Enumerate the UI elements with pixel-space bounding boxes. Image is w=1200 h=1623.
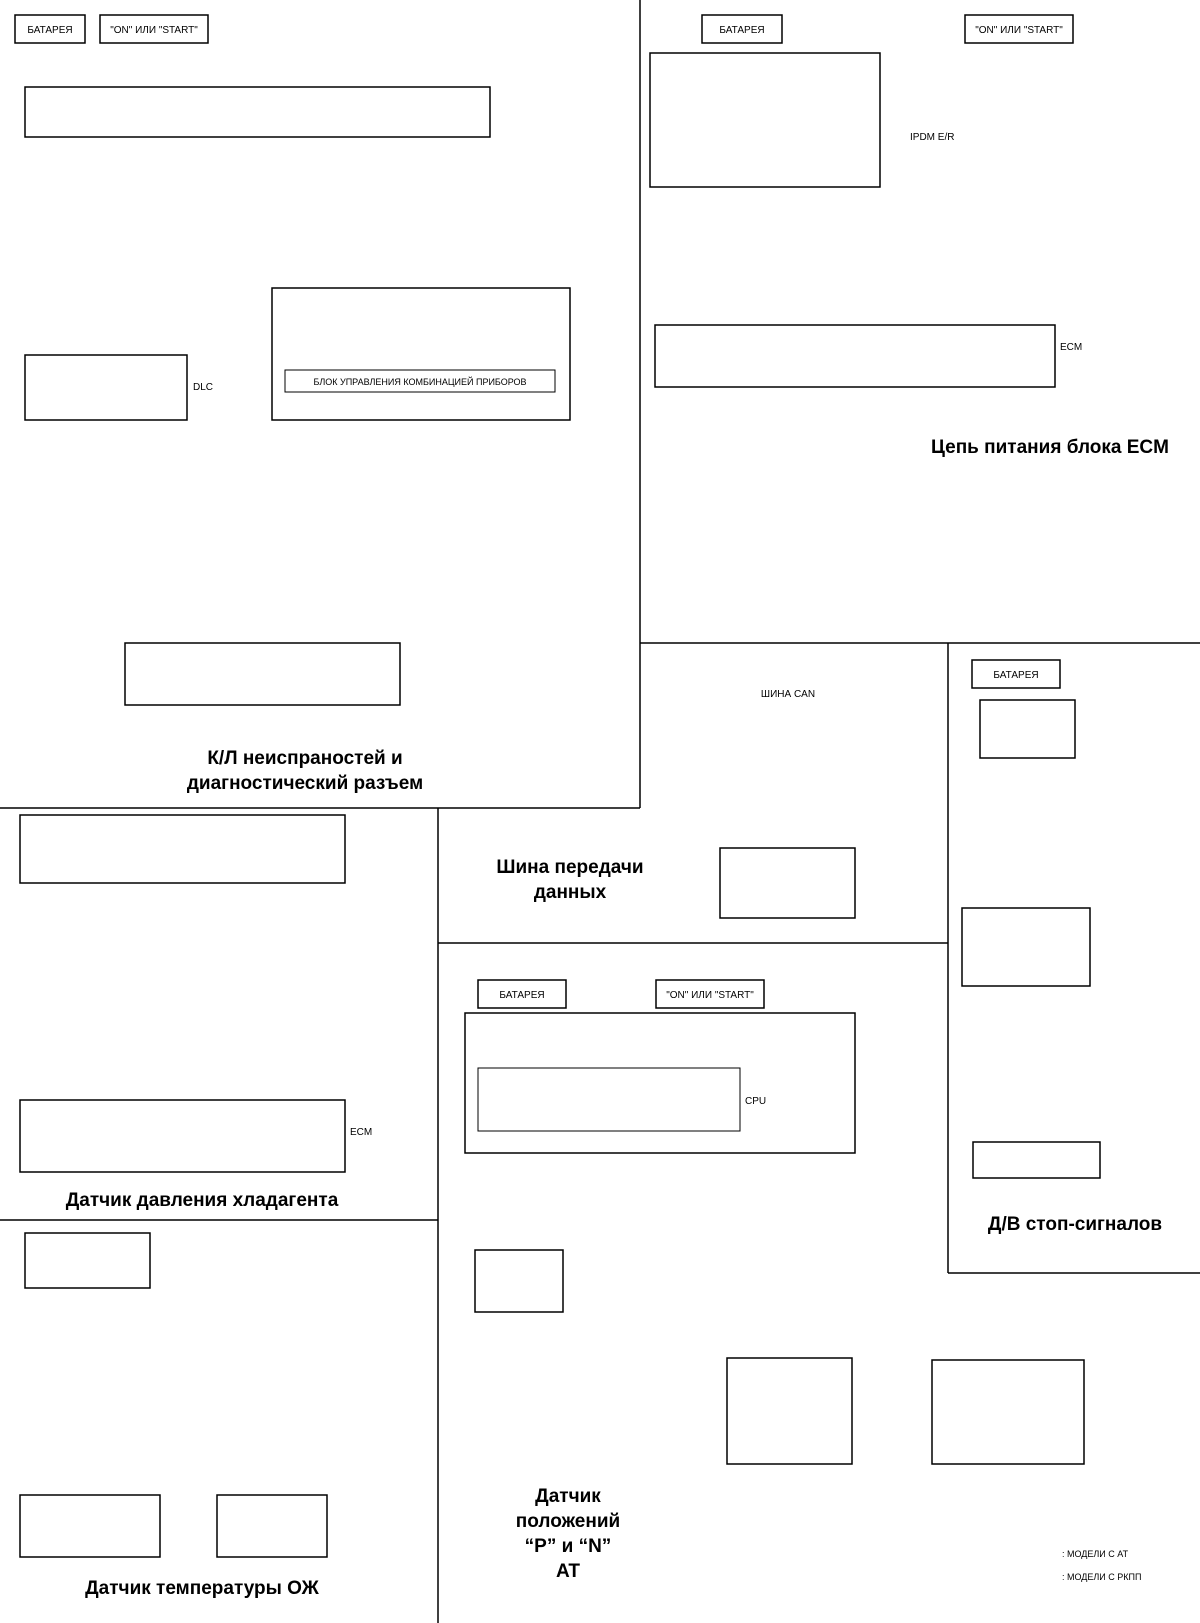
pn-section: БАТАРЕЯ "ON" ИЛИ "START" CPU Датчик поло… — [464, 979, 1141, 1582]
svg-text:CPU: CPU — [745, 1096, 766, 1107]
ecm-box — [474, 1249, 564, 1313]
svg-text:"ON" ИЛИ "START": "ON" ИЛИ "START" — [975, 25, 1063, 36]
combi-unit-label: БЛОК УПРАВЛЕНИЯ КОМБИНАЦИЕЙ ПРИБОРОВ — [313, 376, 526, 387]
ipdm-box — [464, 1012, 856, 1154]
ect-section: Датчик температуры ОЖ — [19, 1232, 328, 1599]
pnp-switch-at — [931, 1359, 1085, 1465]
pn-title-2: положений — [516, 1511, 620, 1532]
mil-dlc-title-2: диагностический разъем — [187, 773, 423, 794]
legend-at: : МОДЕЛИ С АТ — [1062, 1549, 1129, 1559]
ecm-box — [654, 324, 1056, 388]
pnp-switch-mt — [726, 1357, 853, 1465]
on-start-label: "ON" ИЛИ "START" — [110, 25, 198, 36]
combination-meter-box — [271, 287, 571, 421]
svg-text:"ON" ИЛИ "START": "ON" ИЛИ "START" — [666, 990, 754, 1001]
sensor-box — [19, 814, 346, 884]
mil-dlc-title-1: К/Л неиспраностей и — [207, 748, 402, 769]
dlc-label: DLC — [193, 382, 213, 393]
ect-title: Датчик температуры ОЖ — [85, 1578, 320, 1599]
battery-label: БАТАРЕЯ — [27, 25, 72, 36]
can-title-1: Шина передачи — [496, 857, 643, 878]
ecm-power-title: Цепь питания блока ECM — [931, 437, 1169, 458]
at-control-unit-box — [216, 1494, 328, 1558]
can-title-2: данных — [534, 882, 607, 903]
svg-text:ECM: ECM — [1060, 342, 1082, 353]
pn-title-3: “P” и “N” — [525, 1536, 612, 1557]
ecm-box — [19, 1099, 346, 1173]
ect-sensor-box — [24, 1232, 151, 1289]
can-section: ШИНА CAN Шина передачи данных — [496, 689, 856, 919]
svg-text:БАТАРЕЯ: БАТАРЕЯ — [719, 25, 764, 36]
svg-text:ШИНА CAN: ШИНА CAN — [761, 689, 815, 700]
svg-text:IPDM E/R: IPDM E/R — [910, 132, 954, 143]
pn-title-4: AT — [556, 1561, 580, 1582]
relay-fuse-block — [24, 86, 491, 138]
refrigerant-title: Датчик давления хладагента — [66, 1190, 339, 1211]
svg-text:ECM: ECM — [350, 1127, 372, 1138]
legend-mt: : МОДЕЛИ С РКПП — [1062, 1572, 1141, 1582]
pn-title-1: Датчик — [535, 1486, 601, 1507]
ecm-box — [124, 642, 401, 706]
ecm-box — [719, 847, 856, 919]
ecm-box — [972, 1141, 1101, 1179]
ecm-power-section: БАТАРЕЯ "ON" ИЛИ "START" IPDM E/R ECM Це… — [649, 14, 1169, 458]
dlc-box — [24, 354, 188, 421]
svg-text:БАТАРЕЯ: БАТАРЕЯ — [499, 990, 544, 1001]
brake-switch-box — [961, 907, 1091, 987]
mil-dlc-section: БАТАРЕЯ "ON" ИЛИ "START" DLC БЛОК УПРАВЛ… — [14, 14, 571, 794]
ipdm-box — [649, 52, 881, 188]
refrigerant-section: ECM Датчик давления хладагента — [19, 814, 372, 1211]
svg-text:БАТАРЕЯ: БАТАРЕЯ — [993, 670, 1038, 681]
brake-title: Д/В стоп-сигналов — [988, 1214, 1162, 1235]
ecm-box — [19, 1494, 161, 1558]
brake-section: БАТАРЕЯ Д/В стоп-сигналов — [961, 659, 1162, 1235]
